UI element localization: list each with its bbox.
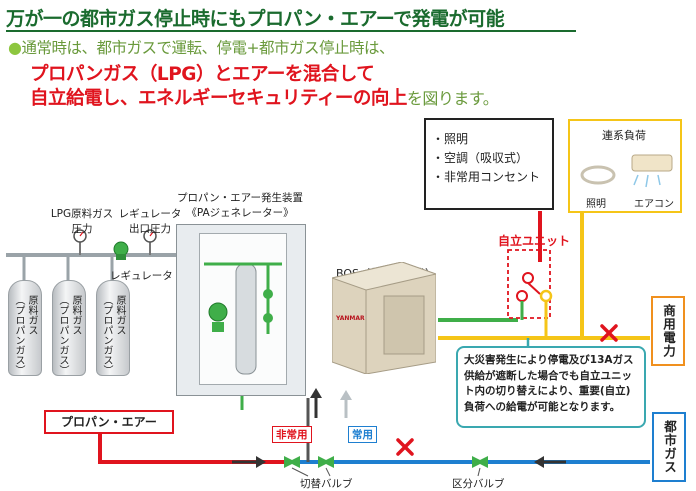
lighting-label: 照明 bbox=[586, 199, 606, 210]
lpg-cylinder-1: 原料ガス（プロパンガス） bbox=[8, 280, 42, 376]
cylinder-label: 原料ガス bbox=[114, 295, 125, 335]
regulator-outlet-gauge bbox=[143, 229, 157, 255]
lead-highlight-line1: プロパンガス（LPG）とエアーを混合して bbox=[30, 64, 375, 85]
lighting-icon bbox=[580, 165, 616, 185]
normal-use-tag: 常用 bbox=[348, 426, 377, 443]
aircon-icon bbox=[631, 154, 673, 172]
flow-arrow-left bbox=[534, 456, 566, 468]
lead-highlight-line2-red: 自立給電し、エネルギーセキュリティーの向上 bbox=[30, 88, 407, 109]
renkei-load-title: 連系負荷 bbox=[602, 129, 646, 142]
commercial-switch bbox=[539, 289, 553, 303]
lead-highlight-line2-tail: を図ります。 bbox=[406, 89, 499, 108]
city-gas-box: 都市ガス bbox=[652, 412, 686, 482]
jiritsu-switch-top bbox=[522, 272, 534, 284]
lpg-pressure-label: LPG原料ガス圧力 bbox=[50, 208, 114, 235]
load-item: ・照明 bbox=[432, 132, 469, 146]
lead-normal-text: 通常時は、都市ガスで運転、停電+都市ガス停止時は、 bbox=[21, 39, 394, 57]
renkei-load-box: 連系負荷 照明 エアコン bbox=[568, 119, 682, 213]
emergency-use-tag: 非常用 bbox=[272, 426, 312, 443]
city-gas-label: 都市ガス bbox=[662, 420, 677, 474]
section-valve bbox=[472, 456, 488, 468]
flow-arrow-up-gray bbox=[340, 390, 352, 418]
propane-air-label: プロパン・エアー bbox=[44, 410, 174, 434]
title-underline bbox=[6, 30, 576, 32]
jiritsu-switch-bottom bbox=[516, 290, 528, 302]
cylinder-sublabel: （プロパンガス） bbox=[101, 295, 112, 375]
cylinder-sublabel: （プロパンガス） bbox=[13, 295, 24, 375]
switch-valve-emergency bbox=[284, 456, 300, 468]
generator-label: プロパン・エアー発生装置《PAジェネレーター》 bbox=[177, 192, 303, 219]
switch-valve-label: 切替バルブ bbox=[300, 478, 353, 490]
load-item: ・非常用コンセント bbox=[432, 170, 541, 184]
cylinder-sublabel: （プロパンガス） bbox=[57, 295, 68, 375]
pa-generator-interior bbox=[199, 233, 287, 385]
city-gas-cut-mark bbox=[396, 438, 414, 456]
jiritsu-unit-label: 自立ユニット bbox=[498, 234, 571, 248]
lpg-pressure-gauge bbox=[73, 229, 87, 255]
cylinder-label: 原料ガス bbox=[26, 295, 37, 335]
section-valve-label: 区分バルブ bbox=[452, 478, 505, 490]
generator-internals-icon bbox=[204, 262, 282, 375]
jiritsu-unit-box bbox=[507, 249, 551, 319]
aircon-label: エアコン bbox=[634, 199, 674, 210]
flow-arrow-right bbox=[232, 456, 266, 468]
bos-brand-label: YANMAR bbox=[335, 315, 365, 322]
bos-unit: YANMAR bbox=[332, 262, 436, 374]
commercial-power-label: 商用電力 bbox=[661, 304, 676, 358]
important-loads-box: ・照明 ・空調（吸収式） ・非常用コンセント bbox=[424, 118, 554, 210]
lpg-cylinder-3: 原料ガス（プロパンガス） bbox=[96, 280, 130, 376]
flow-arrow-up-black bbox=[310, 388, 322, 418]
regulator-outlet-label: レギュレータ出口圧力 bbox=[118, 208, 182, 235]
regulator-icon bbox=[113, 241, 129, 260]
pa-generator-cabinet bbox=[176, 224, 306, 396]
propane-air-pipe bbox=[98, 434, 292, 464]
page-title: 万が一の都市ガス停止時にもプロパン・エアーで発電が可能 bbox=[6, 8, 505, 30]
commercial-cut-mark bbox=[600, 324, 618, 342]
commercial-power-box: 商用電力 bbox=[651, 296, 685, 366]
bullet-icon: ● bbox=[8, 38, 22, 57]
lead-highlight-line2: 自立給電し、エネルギーセキュリティーの向上を図ります。 bbox=[30, 84, 499, 110]
load-item: ・空調（吸収式） bbox=[432, 151, 529, 165]
regulator-label: レギュレータ bbox=[110, 270, 173, 282]
callout-note: 大災害発生により停電及び13Aガス供給が遮断した場合でも自立ユニット内の切り替え… bbox=[456, 346, 646, 428]
switch-valve-normal bbox=[318, 456, 334, 468]
cylinder-label: 原料ガス bbox=[70, 295, 81, 335]
lighting-aircon-icon bbox=[580, 154, 673, 188]
lpg-cylinder-2: 原料ガス（プロパンガス） bbox=[52, 280, 86, 376]
lead-text: ●通常時は、都市ガスで運転、停電+都市ガス停止時は、 bbox=[8, 36, 394, 58]
